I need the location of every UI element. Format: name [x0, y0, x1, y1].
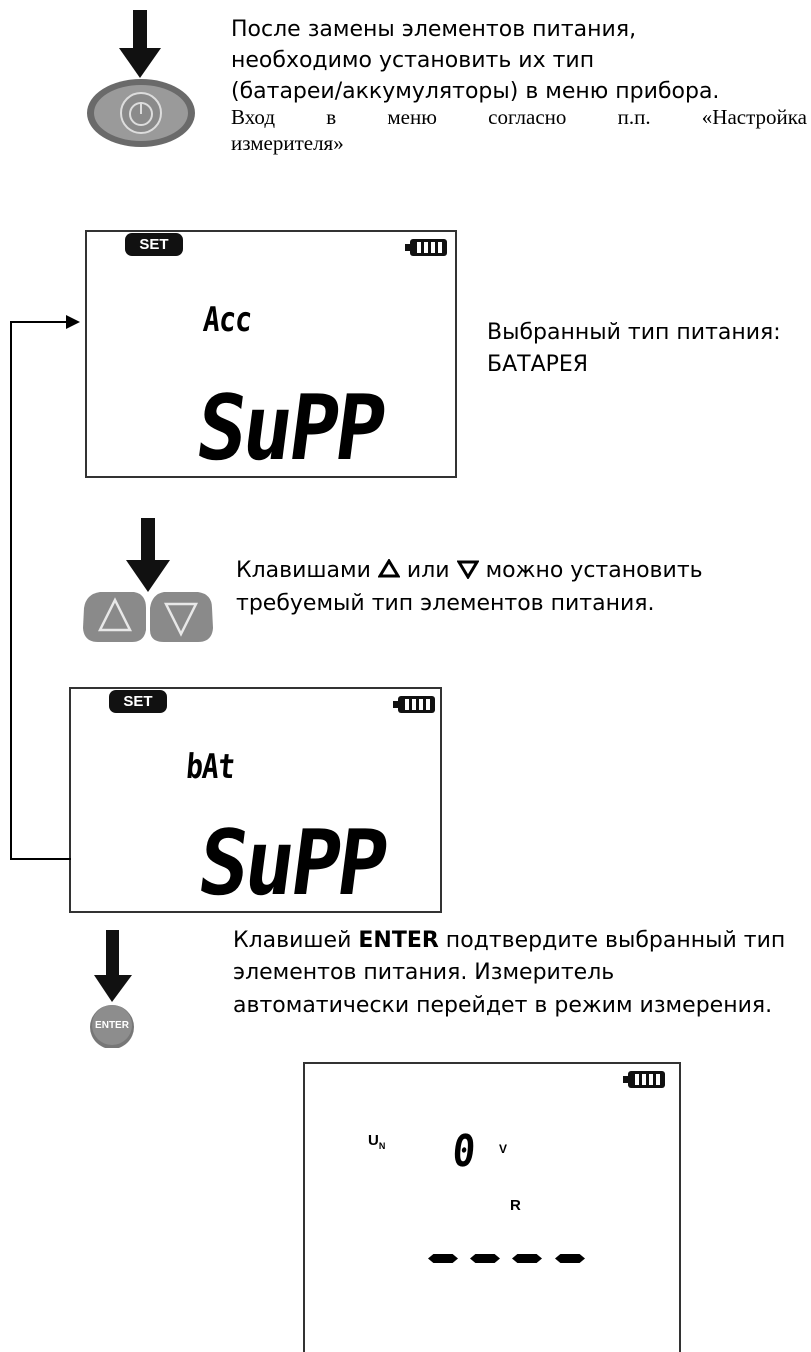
lcd-main-text: SuPP — [190, 376, 389, 481]
up-triangle-icon — [377, 558, 401, 578]
reading-dash — [428, 1254, 458, 1263]
reading-dash — [470, 1254, 500, 1263]
connector-line-top — [10, 321, 70, 323]
step3-text-b: подтвердите выбранный тип — [438, 928, 786, 953]
step2-text-b: или — [399, 558, 457, 583]
set-badge: SET — [109, 690, 167, 713]
un-label: UN — [368, 1132, 385, 1151]
enter-button-graphic: ENTER — [83, 930, 143, 1049]
step2-line2: требуемый тип элементов питания. — [236, 591, 655, 616]
connector-arrowhead — [66, 315, 80, 329]
caption1-line1: Выбранный тип питания: — [487, 320, 781, 345]
battery-icon — [405, 239, 447, 260]
step1-line4: Вход в меню согласно п.п. «Настройка — [231, 105, 807, 129]
lcd-main-text: SuPP — [192, 811, 391, 916]
voltage-value: 0 — [450, 1126, 478, 1177]
step3-text-a: Клавишей — [233, 928, 359, 953]
connector-line — [10, 322, 12, 860]
connector-line-bottom — [10, 858, 71, 860]
lcd-display-2: SET bAt SuPP — [69, 687, 442, 916]
lcd-top-text: Acc — [201, 300, 253, 340]
enter-button-label: ENTER — [95, 1020, 129, 1031]
step1-line2: необходимо установить их тип — [231, 48, 595, 73]
step2-text-a: Клавишами — [236, 558, 378, 583]
down-triangle-icon — [455, 560, 480, 580]
battery-icon — [623, 1071, 665, 1092]
lcd-top-text: bAt — [184, 747, 236, 787]
r-label: R — [510, 1197, 521, 1214]
power-button-icon — [87, 10, 195, 147]
step2-line1: Клавишами или можно установить — [236, 555, 703, 586]
lcd-display-1: SET Acc SuPP — [85, 230, 457, 481]
step1-line3: (батареи/аккумуляторы) в меню прибора. — [231, 79, 720, 104]
reading-dash — [555, 1254, 585, 1263]
set-badge: SET — [125, 233, 183, 256]
power-button-graphic — [85, 10, 197, 150]
down-arrow-icon — [83, 518, 213, 642]
reading-dash — [512, 1254, 542, 1263]
step2-text-c: можно установить — [478, 558, 703, 583]
step3-key-enter: ENTER — [358, 928, 439, 953]
voltage-unit: V — [499, 1142, 508, 1156]
step3-line1: Клавишей ENTER подтвердите выбранный тип — [233, 925, 785, 956]
un-label-sub: N — [378, 1141, 386, 1151]
step3-line3: автоматически перейдет в режим измерения… — [233, 993, 773, 1018]
down-arrow-icon — [90, 930, 134, 1049]
step1-line1: После замены элементов питания, — [231, 17, 637, 42]
arrow-keys-graphic — [80, 518, 216, 644]
step3-line2: элементов питания. Измеритель — [233, 960, 615, 985]
battery-icon — [393, 696, 435, 717]
un-label-main: U — [368, 1132, 379, 1149]
caption1-line2: БАТАРЕЯ — [487, 352, 589, 377]
lcd-display-3: UN 0 V R — [303, 1062, 681, 1352]
step1-line5: измерителя» — [231, 131, 344, 155]
